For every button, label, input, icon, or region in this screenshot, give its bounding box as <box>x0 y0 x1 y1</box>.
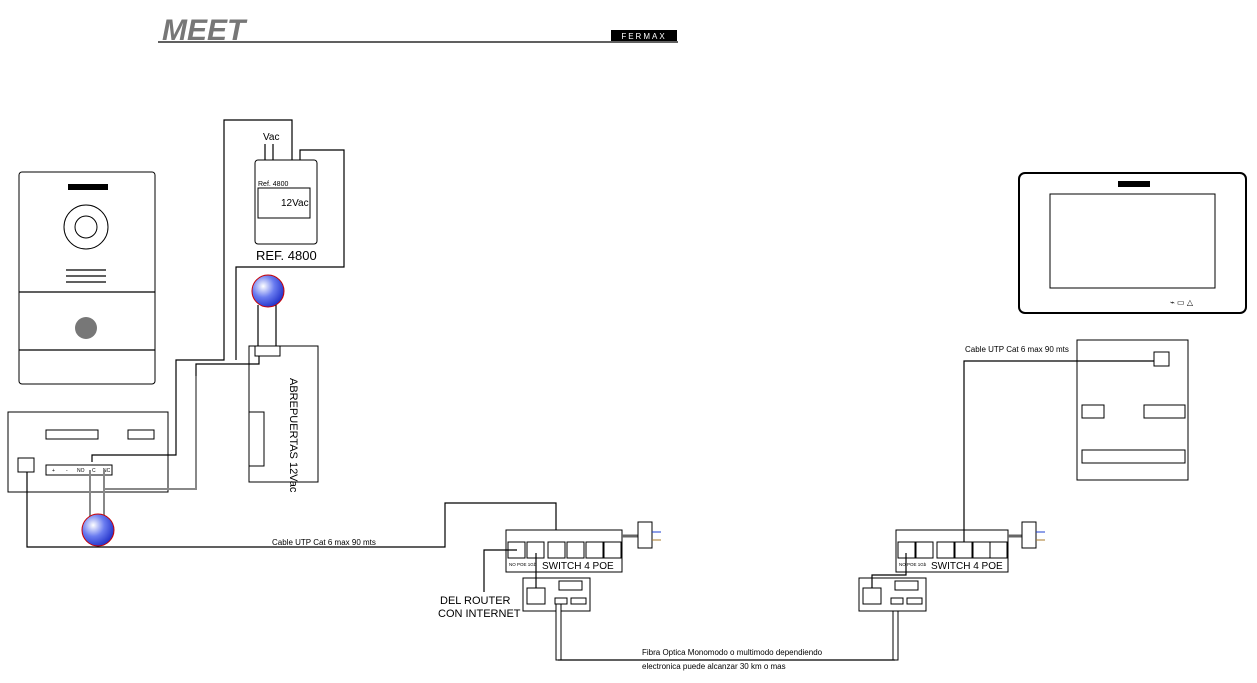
voltage-label: 12Vac <box>281 198 309 209</box>
cable-label-right: Cable UTP Cat 6 max 90 mts <box>965 345 1069 354</box>
port-note: NO POE 1Gb <box>509 562 537 567</box>
ref-label: REF. 4800 <box>256 248 317 263</box>
switch-right: NO POE 1Gb SWITCH 4 POE <box>858 521 1045 612</box>
rj45-port-icon <box>17 457 35 473</box>
panel-controller: + - NO C NC <box>7 411 169 493</box>
terminal-c: C <box>92 468 96 474</box>
call-button-icon <box>75 317 97 339</box>
power-circle-icon <box>251 274 285 308</box>
terminal-minus: - <box>66 468 68 474</box>
monitor-buttons-icon: ⌁ ▭ △ <box>1170 298 1194 307</box>
ref-small: Ref. 4800 <box>258 181 288 188</box>
fiber-label-2: electronica puede alcanzar 30 km o mas <box>642 662 786 671</box>
monitor: ⌁ ▭ △ <box>1018 172 1247 314</box>
door-opener: ABREPUERTAS 12Vac <box>195 345 319 493</box>
power-supply: Vac Ref. 4800 12Vac REF. 4800 <box>254 132 318 263</box>
cable-label-left: Cable UTP Cat 6 max 90 mts <box>272 538 376 547</box>
door-panel <box>18 171 156 385</box>
fiber-label-1: Fibra Optica Monomodo o multimodo depend… <box>642 648 823 657</box>
terminal-nc: NC <box>103 468 111 474</box>
switch-label: SWITCH 4 POE <box>931 561 1003 572</box>
router-label-1: DEL ROUTER <box>440 595 511 607</box>
port-note: NO POE 1Gb <box>899 562 927 567</box>
fermax-logo-text: FERMAX <box>621 32 666 41</box>
router-label-2: CON INTERNET <box>438 608 521 620</box>
header: MEET FERMAX <box>158 14 678 47</box>
door-opener-label: ABREPUERTAS 12Vac <box>287 378 299 493</box>
vac-label: Vac <box>263 132 280 143</box>
switch-label: SWITCH 4 POE <box>542 561 614 572</box>
terminal-no: NO <box>77 468 85 474</box>
fermax-logo <box>611 30 677 41</box>
switch-left: NO POE 1Gb SWITCH 4 POE <box>483 521 661 612</box>
door-release-circle-icon <box>81 513 115 547</box>
terminal-plus: + <box>52 468 55 474</box>
rj45-port-icon <box>1153 351 1170 367</box>
